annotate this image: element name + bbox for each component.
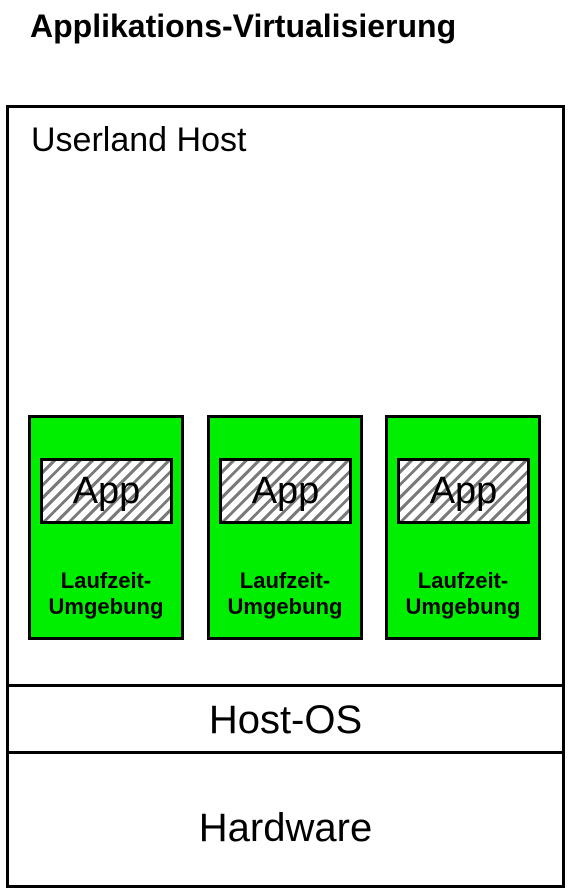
app-label-2: App [251,470,320,512]
app-box-1: App [40,458,173,524]
app-label-3: App [429,470,498,512]
host-os-layer: Host-OS [6,684,565,754]
hardware-layer: Hardware [6,751,565,888]
runtime-label-1: Laufzeit- Umgebung [48,568,164,619]
runtime-environment-3: App Laufzeit- Umgebung [385,415,541,640]
runtime-environment-2: App Laufzeit- Umgebung [207,415,363,640]
runtime-label-3: Laufzeit- Umgebung [405,568,521,619]
userland-host-label: Userland Host [31,121,247,159]
hardware-label: Hardware [198,806,373,850]
host-os-label: Host-OS [208,698,363,742]
runtime-label-2: Laufzeit- Umgebung [227,568,343,619]
app-label-1: App [72,470,141,512]
diagram-title: Applikations-Virtualisierung [30,8,457,44]
app-box-2: App [219,458,352,524]
runtime-environment-1: App Laufzeit- Umgebung [28,415,184,640]
app-box-3: App [397,458,530,524]
